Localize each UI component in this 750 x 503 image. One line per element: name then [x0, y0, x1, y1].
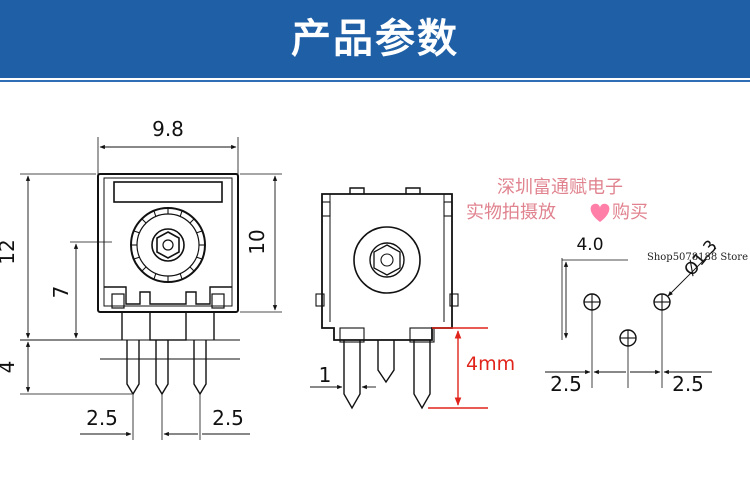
front-pin-length-label: 4: [0, 361, 19, 374]
footprint-pitch-right-label: 2.5: [672, 372, 704, 396]
footprint-hole: [619, 329, 637, 347]
shop-label: Shop5078188 Store: [647, 252, 748, 263]
heart-icon: [590, 203, 610, 222]
dimension-drawing: 9.8 12 10 7 4 2.5 2.5: [0, 117, 748, 440]
watermark-line1: 深圳富通赋电子: [497, 177, 623, 198]
watermark-line2: 实物拍摄放: [466, 202, 556, 223]
footprint-row-offset-label: 4.0: [576, 235, 603, 255]
front-width-label: 9.8: [152, 117, 184, 141]
header-bar: 产品参数: [0, 0, 750, 78]
header-divider: [0, 80, 750, 82]
front-view: [20, 137, 282, 440]
watermark-line2-end: 购买: [612, 202, 648, 223]
side-pin-extra-label: 4mm: [466, 353, 515, 375]
front-mount-height-label: 7: [49, 286, 73, 299]
page-title: 产品参数: [291, 16, 459, 62]
front-total-height-label: 12: [0, 239, 19, 264]
drawing-area: 9.8 12 10 7 4 2.5 2.5: [0, 82, 750, 503]
footprint-hole: [583, 293, 601, 311]
front-pitch-right-label: 2.5: [212, 406, 244, 430]
front-body-height-label: 10: [245, 229, 269, 254]
footprint-hole: [653, 293, 671, 311]
front-pitch-left-label: 2.5: [86, 406, 118, 430]
side-pin-width-label: 1: [319, 363, 332, 387]
side-view: [310, 187, 459, 410]
footprint-view: [545, 247, 717, 388]
footprint-pitch-left-label: 2.5: [550, 372, 582, 396]
side-pin-highlight: [428, 327, 488, 409]
